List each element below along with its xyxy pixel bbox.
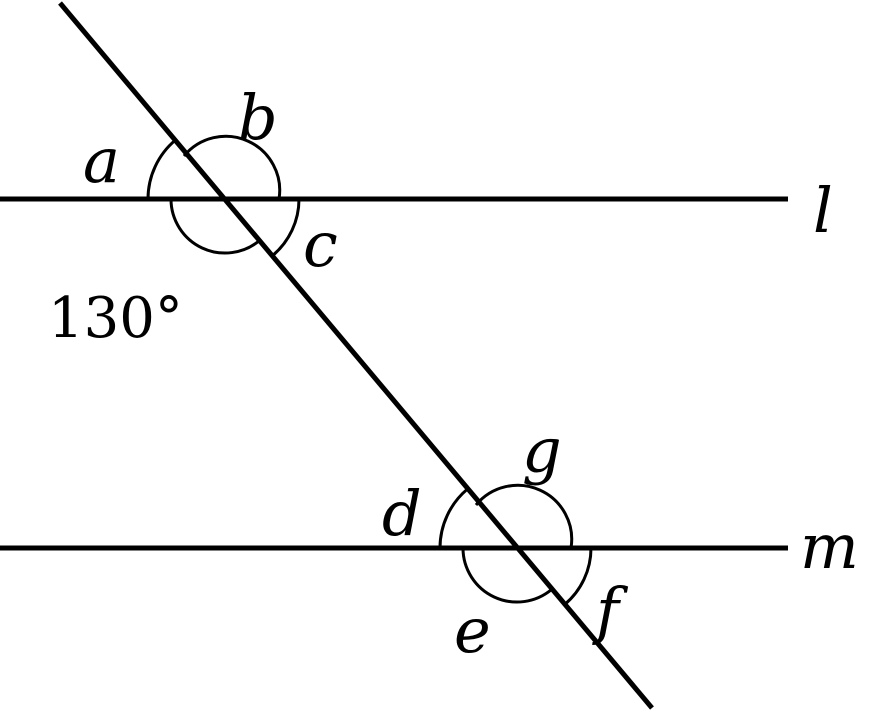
arc-angle-b bbox=[182, 134, 282, 200]
arc-angle-e bbox=[461, 547, 553, 604]
label-line-m: m bbox=[800, 510, 859, 583]
label-angle-g: g bbox=[522, 414, 562, 487]
label-line-l: l bbox=[813, 174, 833, 247]
arc-angle-c bbox=[271, 198, 301, 257]
arc-angle-f bbox=[563, 547, 593, 606]
arc-angle-g bbox=[474, 483, 574, 549]
arc-angle-130 bbox=[169, 198, 261, 255]
label-angle-d: d bbox=[382, 477, 422, 550]
label-angle-a: a bbox=[83, 124, 120, 197]
arc-angle-d bbox=[438, 487, 469, 549]
arc-angle-a bbox=[146, 138, 177, 200]
transversal-line bbox=[58, 1, 654, 710]
label-angle-f: f bbox=[592, 574, 629, 647]
label-angle-b: b bbox=[238, 81, 278, 154]
label-angle-c: c bbox=[303, 208, 338, 281]
label-angle-e: e bbox=[454, 594, 491, 667]
label-given-angle: 130° bbox=[48, 286, 183, 351]
